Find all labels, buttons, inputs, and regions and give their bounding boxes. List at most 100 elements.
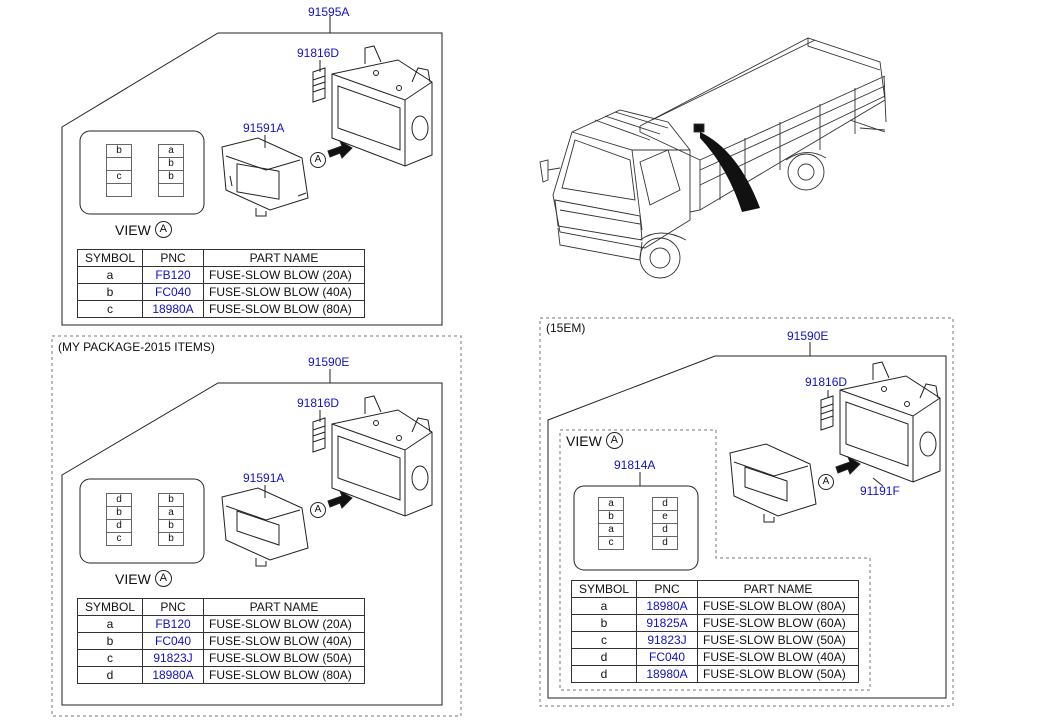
frame-package-2015 — [51, 335, 462, 717]
cell-pnc[interactable]: 18980A — [636, 597, 698, 615]
fuse-slot: c — [106, 532, 132, 546]
fuse-column-left: d b d c — [106, 493, 132, 546]
fuse-slot: c — [598, 536, 624, 550]
cell-pnc[interactable]: FC040 — [636, 648, 698, 666]
frame-top-left — [61, 32, 443, 326]
fuse-slot: a — [158, 144, 184, 158]
cell-symbol: c — [77, 300, 143, 318]
fuse-box-housing-icon — [331, 45, 433, 167]
cell-pnc[interactable]: 18980A — [142, 666, 204, 684]
parts-table-15em: SYMBOL PNC PART NAME a 18980A FUSE-SLOW … — [571, 580, 859, 683]
fuse-slot: e — [652, 510, 678, 524]
cell-part-name: FUSE-SLOW BLOW (80A) — [203, 300, 365, 318]
cell-pnc[interactable]: 91825A — [636, 614, 698, 632]
assembly-pnc-label[interactable]: 91590E — [787, 329, 829, 343]
fuse-slot: c — [106, 170, 132, 184]
cell-part-name: FUSE-SLOW BLOW (40A) — [203, 283, 365, 301]
cover-pnc-label[interactable]: 91816D — [297, 396, 340, 410]
cell-part-name: FUSE-SLOW BLOW (50A) — [203, 649, 365, 667]
col-pnc: PNC — [636, 580, 698, 598]
col-symbol: SYMBOL — [77, 249, 143, 267]
fuse-slot: d — [652, 497, 678, 511]
cell-symbol: b — [77, 283, 143, 301]
view-letter: A — [154, 570, 172, 587]
cover-label-icon — [820, 395, 834, 431]
fuse-slot: b — [158, 157, 184, 171]
cell-part-name: FUSE-SLOW BLOW (80A) — [203, 666, 365, 684]
fuse-column-right: d e d d — [652, 497, 678, 550]
view-a-heading: VIEW A — [115, 570, 172, 587]
cell-part-name: FUSE-SLOW BLOW (80A) — [697, 597, 859, 615]
cell-symbol: a — [77, 615, 143, 633]
view-letter: A — [154, 221, 172, 238]
fuse-slot: d — [652, 536, 678, 550]
fuse-slot: b — [158, 170, 184, 184]
cell-symbol: b — [77, 632, 143, 650]
cover-pnc-label[interactable]: 91816D — [805, 375, 848, 389]
cell-pnc[interactable]: FC040 — [142, 632, 204, 650]
cell-part-name: FUSE-SLOW BLOW (50A) — [697, 665, 859, 683]
cell-symbol: b — [571, 614, 637, 632]
table-row: c 91823J FUSE-SLOW BLOW (50A) — [571, 631, 859, 649]
fuse-slot: d — [106, 519, 132, 533]
housing-pnc-label[interactable]: 91191F — [860, 484, 900, 498]
cell-pnc[interactable]: 91823J — [142, 649, 204, 667]
cover-label-icon — [312, 417, 326, 453]
cell-pnc[interactable]: FC040 — [142, 283, 204, 301]
block-pnc-label[interactable]: 91814A — [614, 458, 656, 472]
cell-symbol: c — [77, 649, 143, 667]
fuse-slot — [106, 157, 132, 171]
section-tag-15em: (15EM) — [546, 321, 586, 335]
fuse-box-cover-icon — [729, 443, 817, 523]
table-row: c 91823J FUSE-SLOW BLOW (50A) — [77, 649, 365, 667]
fuse-slot: b — [158, 532, 184, 546]
arrow-marker-a: A — [310, 152, 326, 168]
fuse-column-left: b c — [106, 144, 132, 197]
cell-pnc[interactable]: 18980A — [142, 300, 204, 318]
fuse-box-housing-icon — [331, 395, 433, 517]
fuse-slot — [158, 183, 184, 197]
frame-view-a-right — [559, 429, 871, 691]
arrow-marker-a: A — [818, 474, 834, 490]
fuse-slot: a — [598, 523, 624, 537]
cell-part-name: FUSE-SLOW BLOW (20A) — [203, 266, 365, 284]
arrow-marker-a: A — [310, 502, 326, 518]
view-letter: A — [605, 432, 623, 449]
view-a-heading: VIEW A — [115, 221, 172, 238]
fuse-box-housing-icon — [839, 361, 941, 483]
assembly-arrow-icon — [327, 139, 353, 159]
fuse-box-cover-icon — [221, 137, 309, 217]
assembly-pnc-label[interactable]: 91595A — [308, 5, 350, 19]
cell-part-name: FUSE-SLOW BLOW (40A) — [697, 648, 859, 666]
truck-illustration — [539, 37, 887, 279]
fuse-column-right: a b b — [158, 144, 184, 197]
fuse-slot: a — [598, 497, 624, 511]
box-pnc-label[interactable]: 91591A — [243, 471, 285, 485]
cell-pnc[interactable]: 91823J — [636, 631, 698, 649]
fuse-slot: b — [158, 519, 184, 533]
fuse-box-assembly-right — [729, 361, 941, 523]
cell-symbol: a — [77, 266, 143, 284]
box-pnc-label[interactable]: 91591A — [243, 121, 285, 135]
col-pnc: PNC — [142, 598, 204, 616]
frame-15em — [539, 317, 954, 707]
fuse-slot: b — [106, 144, 132, 158]
col-part-name: PART NAME — [203, 598, 365, 616]
cell-part-name: FUSE-SLOW BLOW (60A) — [697, 614, 859, 632]
assembly-pnc-label[interactable]: 91590E — [308, 355, 350, 369]
col-symbol: SYMBOL — [77, 598, 143, 616]
assembly-arrow-icon — [327, 489, 353, 509]
cell-pnc[interactable]: FB120 — [142, 615, 204, 633]
col-part-name: PART NAME — [697, 580, 859, 598]
cover-pnc-label[interactable]: 91816D — [297, 46, 340, 60]
col-part-name: PART NAME — [203, 249, 365, 267]
view-label: VIEW — [115, 221, 151, 238]
table-row: c 18980A FUSE-SLOW BLOW (80A) — [77, 300, 365, 318]
cell-pnc[interactable]: 18980A — [636, 665, 698, 683]
fuse-slot: b — [598, 510, 624, 524]
cell-pnc[interactable]: FB120 — [142, 266, 204, 284]
cell-part-name: FUSE-SLOW BLOW (20A) — [203, 615, 365, 633]
table-row: b FC040 FUSE-SLOW BLOW (40A) — [77, 632, 365, 650]
cover-label-icon — [312, 67, 326, 103]
